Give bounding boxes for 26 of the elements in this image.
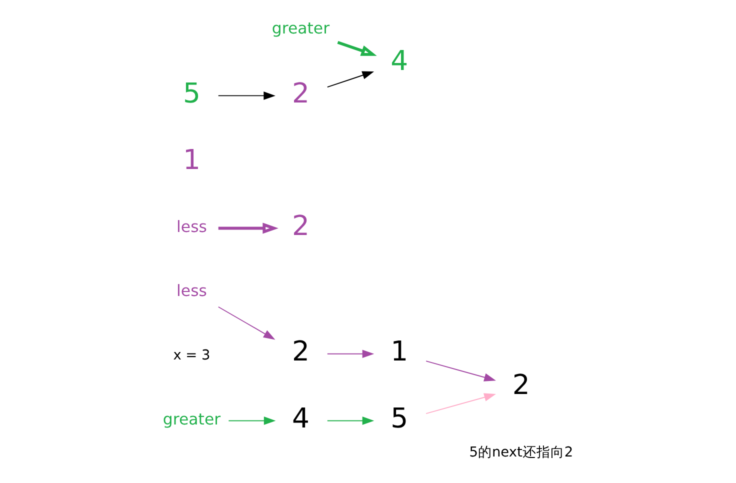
node-text: 5 bbox=[183, 77, 200, 110]
node-text: 2 bbox=[292, 336, 310, 368]
arrow bbox=[218, 92, 276, 100]
arrow bbox=[337, 40, 377, 56]
arrow bbox=[326, 71, 374, 88]
node-text: 2 bbox=[292, 77, 310, 110]
label: x = 3 bbox=[173, 348, 210, 364]
node-text: less bbox=[176, 280, 207, 300]
arrow bbox=[326, 416, 374, 425]
arrow bbox=[218, 306, 276, 340]
node-text: greater bbox=[272, 18, 330, 38]
label: 5的next还指向2 bbox=[469, 444, 574, 461]
node-text: 4 bbox=[390, 45, 408, 78]
node-text: 4 bbox=[292, 402, 310, 434]
node-text: greater bbox=[162, 409, 221, 428]
node-text: 1 bbox=[390, 336, 408, 368]
arrow bbox=[426, 393, 496, 414]
node-text: 2 bbox=[292, 210, 310, 242]
arrow bbox=[426, 360, 496, 382]
arrow bbox=[218, 222, 278, 234]
node-text: 1 bbox=[183, 144, 200, 176]
arrow bbox=[326, 350, 374, 358]
arrow bbox=[228, 416, 276, 425]
node-text: 5 bbox=[390, 402, 408, 434]
node-text: less bbox=[176, 216, 207, 236]
node-text: 2 bbox=[512, 369, 530, 402]
